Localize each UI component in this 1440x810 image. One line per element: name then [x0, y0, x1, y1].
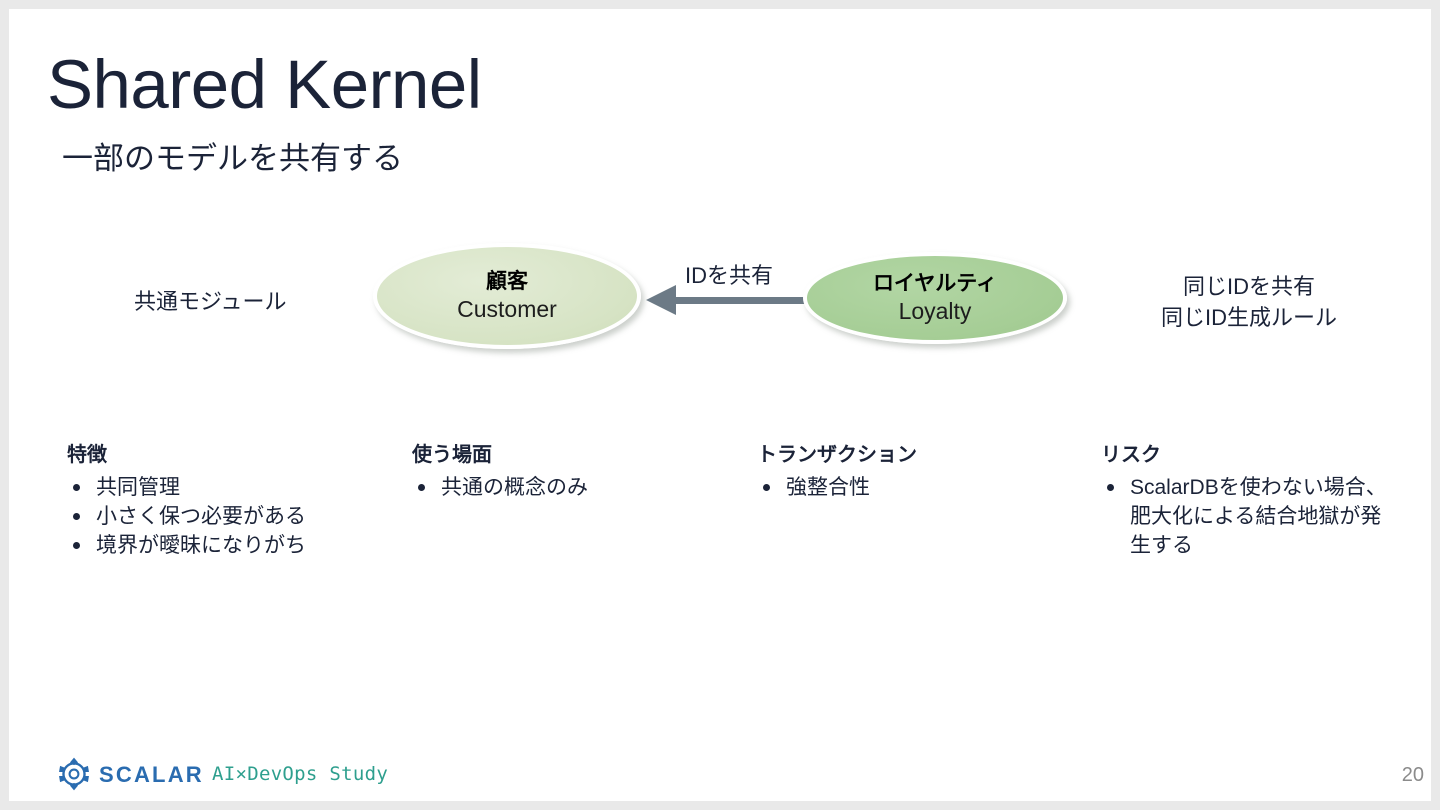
column-list: 共同管理 小さく保つ必要がある 境界が曖昧になりがち [67, 473, 387, 560]
footer-event-name: AI×DevOps Study [212, 763, 389, 785]
list-item-text: 共通の概念のみ [441, 476, 588, 499]
column-use-cases: 使う場面 共通の概念のみ [412, 442, 732, 502]
node-loyalty-en-label: Loyalty [898, 298, 972, 324]
node-customer-en-label: Customer [457, 296, 557, 322]
diagram-node-customer: 顧客 Customer [373, 243, 641, 349]
list-item-text: 小さく保つ必要がある [96, 505, 306, 528]
page-title: Shared Kernel [47, 46, 482, 123]
diagram-right-label-line2: 同じID生成ルール [1161, 305, 1338, 330]
list-item-text: ScalarDBを使わない場合、肥大化による結合地獄が発生する [1130, 476, 1387, 557]
list-item-text: 強整合性 [786, 476, 870, 499]
arrow-line [673, 297, 829, 304]
diagram-right-label-line1: 同じIDを共有 [1183, 274, 1316, 299]
column-heading: リスク [1101, 444, 1161, 466]
list-item: 共同管理 [67, 473, 387, 502]
page-number: 20 [1401, 764, 1424, 786]
column-risk: リスク ScalarDBを使わない場合、肥大化による結合地獄が発生する [1101, 442, 1401, 560]
bullet-icon [763, 484, 770, 491]
list-item: 強整合性 [757, 473, 1077, 502]
column-list: 強整合性 [757, 473, 1077, 502]
column-list: 共通の概念のみ [412, 473, 732, 502]
bullet-icon [73, 542, 80, 549]
page-subtitle: 一部のモデルを共有する [62, 141, 403, 176]
column-features: 特徴 共同管理 小さく保つ必要がある 境界が曖昧になりがち [67, 442, 387, 560]
scalar-logo-icon [59, 757, 89, 791]
bullet-icon [73, 484, 80, 491]
footer-brand: SCALAR [99, 762, 204, 787]
diagram-right-label: 同じIDを共有 同じID生成ルール [1161, 271, 1337, 333]
bullet-icon [418, 484, 425, 491]
bullet-icon [1107, 484, 1114, 491]
diagram-left-label: 共通モジュール [134, 289, 287, 314]
slide-canvas: Shared Kernel 一部のモデルを共有する 共通モジュール 顧客 Cus… [9, 9, 1431, 801]
list-item: 境界が曖昧になりがち [67, 531, 387, 560]
list-item: 共通の概念のみ [412, 473, 732, 502]
arrow-head-icon [646, 285, 676, 315]
list-item: ScalarDBを使わない場合、肥大化による結合地獄が発生する [1101, 473, 1401, 560]
list-item: 小さく保つ必要がある [67, 502, 387, 531]
list-item-text: 境界が曖昧になりがち [96, 534, 306, 557]
arrow-label: IDを共有 [685, 263, 774, 288]
diagram-node-loyalty: ロイヤルティ Loyalty [803, 252, 1067, 344]
column-heading: トランザクション [757, 444, 917, 466]
column-heading: 特徴 [67, 444, 107, 466]
node-customer-jp-label: 顧客 [486, 270, 528, 293]
column-transaction: トランザクション 強整合性 [757, 442, 1077, 502]
shared-kernel-diagram: 共通モジュール 顧客 Customer IDを共有 ロイヤルティ Loyalty… [9, 9, 1431, 801]
list-item-text: 共同管理 [96, 476, 180, 499]
column-list: ScalarDBを使わない場合、肥大化による結合地獄が発生する [1101, 473, 1401, 560]
node-loyalty-jp-label: ロイヤルティ [872, 272, 998, 295]
bullet-icon [73, 513, 80, 520]
column-heading: 使う場面 [412, 444, 492, 466]
